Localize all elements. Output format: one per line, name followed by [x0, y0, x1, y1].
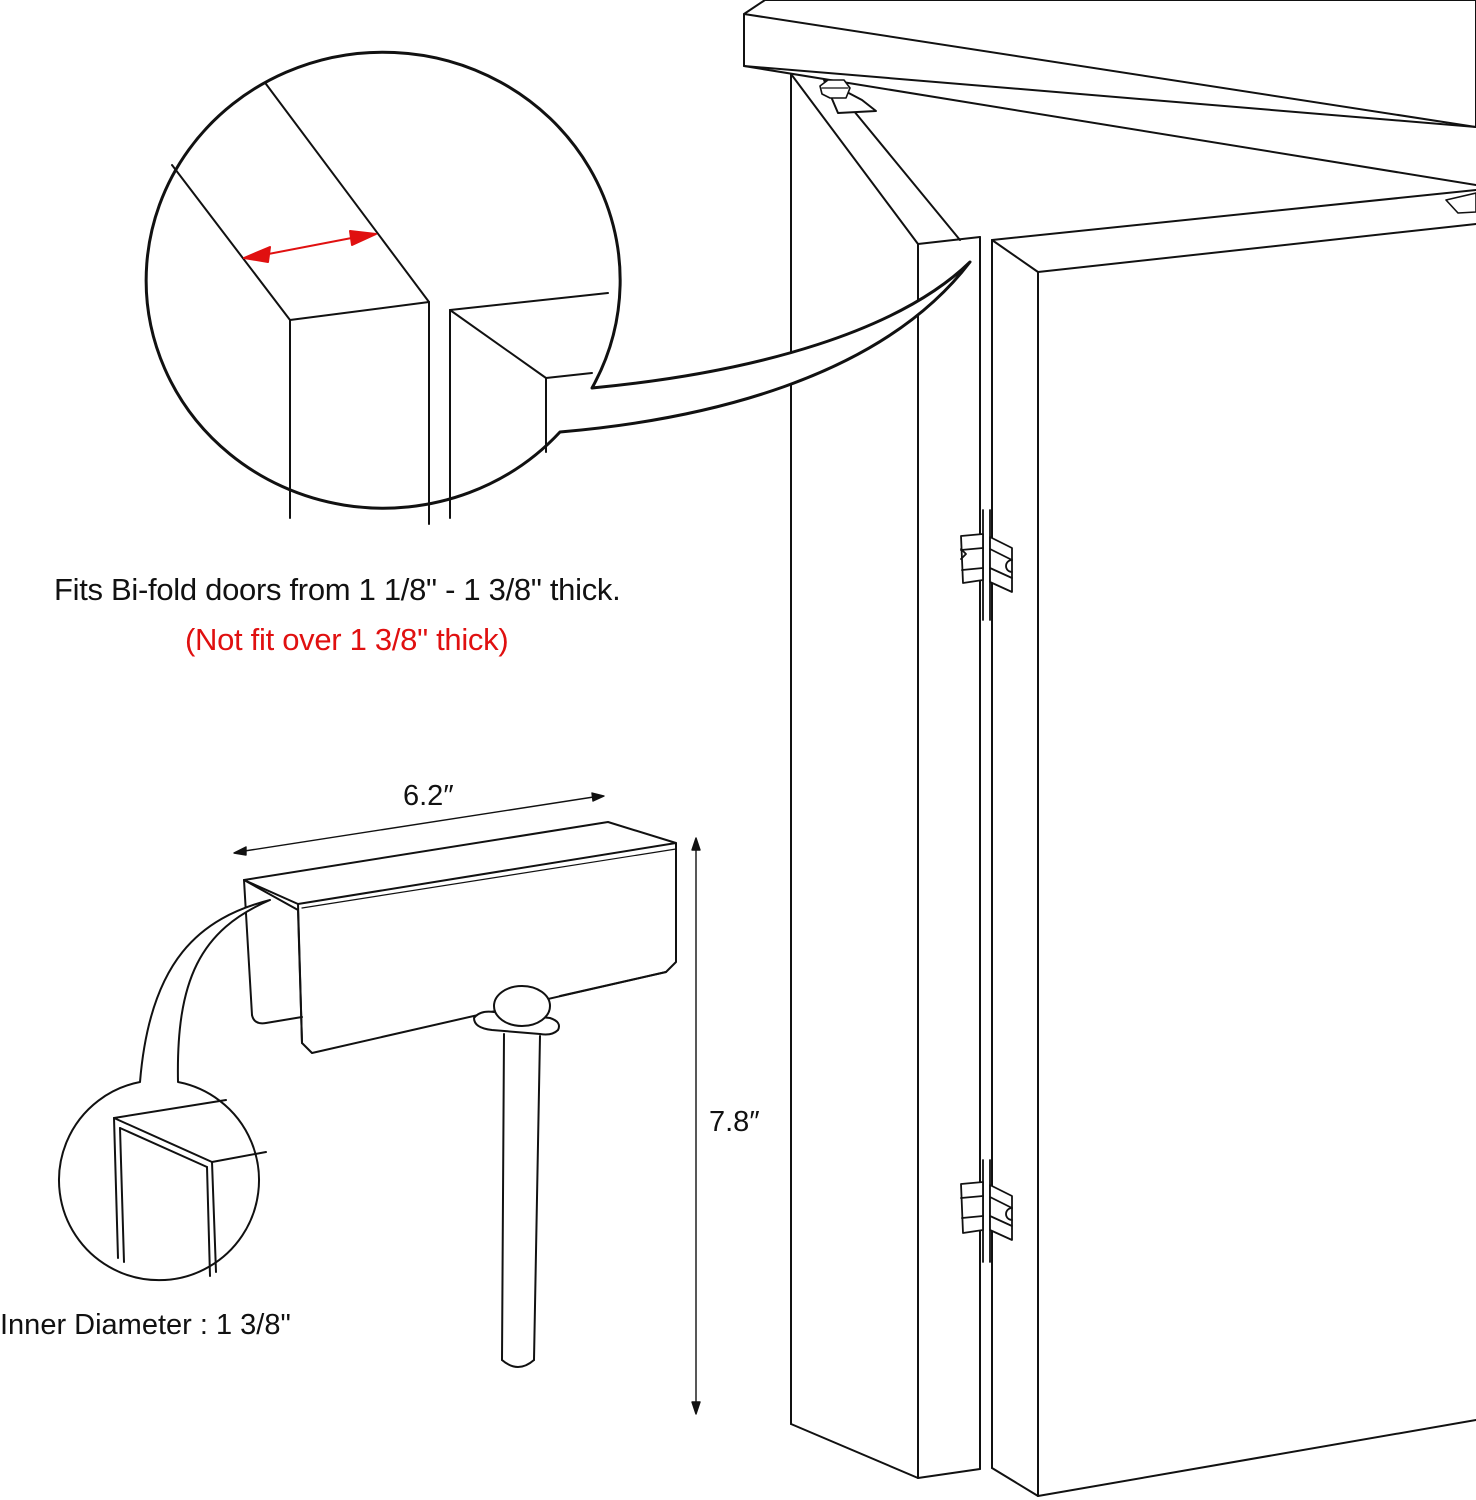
door-edge-callout: [144, 50, 972, 525]
width-dimension-line: [233, 792, 605, 856]
height-dimension-label: 7.8″: [709, 1106, 760, 1138]
left-door-panel: [790, 73, 981, 1479]
lock-pin: [473, 985, 560, 1368]
height-dimension-line: [691, 837, 701, 1415]
thickness-warning: (Not fit over 1 3/8" thick): [185, 622, 509, 657]
thickness-arrow-icon: [243, 230, 377, 263]
top-track: [743, 0, 1476, 186]
lower-hinge-icon: [960, 1159, 1013, 1263]
u-channel-lock: [243, 821, 677, 1054]
channel-callout: [58, 899, 271, 1282]
upper-hinge-icon: [960, 509, 1013, 621]
pivot-bolt-icon: [819, 79, 877, 114]
width-dimension-label: 6.2″: [403, 780, 454, 812]
fit-range-caption: Fits Bi-fold doors from 1 1/8" - 1 3/8" …: [54, 572, 621, 607]
right-door-panel: [991, 189, 1476, 1497]
inner-diameter-label: Inner Diameter : 1 3/8": [0, 1309, 291, 1341]
